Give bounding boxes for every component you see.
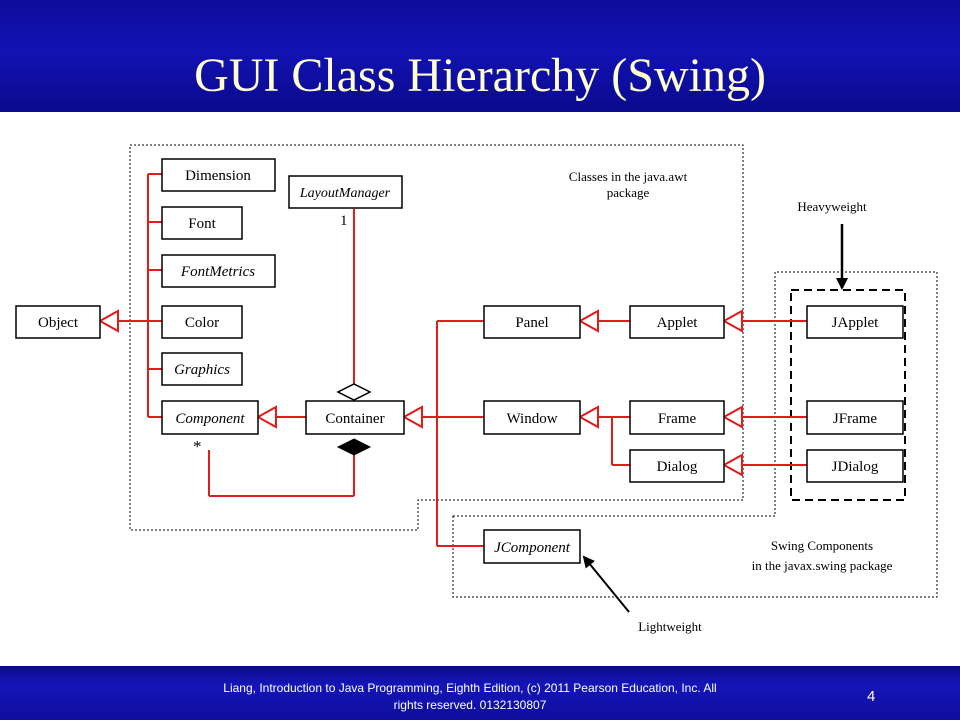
class-box-jdialog: [806, 449, 904, 483]
swing-package-label-line1: Swing Components: [771, 538, 873, 553]
relationship-lines: [118, 173, 807, 547]
swing-package-label-line2: in the javax.swing package: [752, 558, 893, 573]
class-box-component: [161, 400, 259, 435]
class-box-dialog: [629, 449, 725, 483]
class-box-jframe: [806, 400, 904, 435]
heavyweight-group-box: [790, 289, 906, 501]
class-name-font: Font: [188, 216, 216, 232]
class-name-color: Color: [185, 315, 219, 331]
class-name-object: Object: [38, 315, 79, 331]
composition-diamond: [336, 438, 372, 456]
swing-package-boundary: [452, 271, 938, 598]
class-box-graphics: [161, 352, 243, 386]
awt-package-label-line1: Classes in the java.awt: [569, 169, 688, 184]
aggregation-diamond: [336, 383, 372, 401]
footer-copyright: Liang, Introduction to Java Programming,…: [150, 680, 790, 714]
class-name-applet: Applet: [657, 315, 699, 331]
lightweight-label: Lightweight: [638, 619, 702, 634]
class-name-jframe: JFrame: [833, 411, 878, 427]
class-name-panel: Panel: [515, 315, 548, 331]
multiplicity-one: 1: [340, 213, 348, 229]
footer-copyright-line1: Liang, Introduction to Java Programming,…: [223, 681, 717, 695]
class-name-layoutmanager: LayoutManager: [299, 186, 391, 201]
page-number: 4: [867, 688, 876, 705]
class-box-frame: [629, 400, 725, 435]
class-name-dialog: Dialog: [657, 459, 698, 475]
footer-copyright-line2: rights reserved. 0132130807: [393, 698, 547, 712]
class-box-fontmetrics: [161, 254, 276, 288]
class-name-japplet: JApplet: [832, 315, 879, 331]
class-name-container: Container: [325, 411, 384, 427]
class-name-component: Component: [175, 411, 245, 427]
class-box-panel: [483, 305, 581, 339]
class-box-object: [15, 305, 101, 339]
class-box-font: [161, 206, 243, 240]
class-name-fontmetrics: FontMetrics: [180, 264, 255, 280]
awt-package-label-line2: package: [607, 185, 650, 200]
class-name-jcomponent: JComponent: [494, 540, 571, 556]
class-box-japplet: [806, 305, 904, 339]
class-name-graphics: Graphics: [174, 362, 230, 378]
heavyweight-label: Heavyweight: [797, 199, 867, 214]
class-name-jdialog: JDialog: [832, 459, 879, 475]
slide-title: GUI Class Hierarchy (Swing): [194, 49, 766, 102]
class-name-dimension: Dimension: [185, 168, 251, 184]
class-box-container: [305, 400, 405, 435]
class-box-jcomponent: [483, 529, 581, 564]
lightweight-pointer-arrow: [582, 555, 630, 613]
footer-bar: [0, 666, 960, 720]
class-box-dimension: [161, 158, 276, 192]
class-box-window: [483, 400, 581, 435]
multiplicity-many: *: [193, 437, 202, 456]
class-name-window: Window: [506, 411, 557, 427]
class-box-layoutmanager: [288, 175, 403, 209]
title-bar: [0, 0, 960, 112]
class-name-frame: Frame: [658, 411, 697, 427]
class-box-color: [161, 305, 243, 339]
awt-package-boundary: [129, 144, 744, 531]
inheritance-arrowheads: [97, 309, 743, 477]
class-box-applet: [629, 305, 725, 339]
